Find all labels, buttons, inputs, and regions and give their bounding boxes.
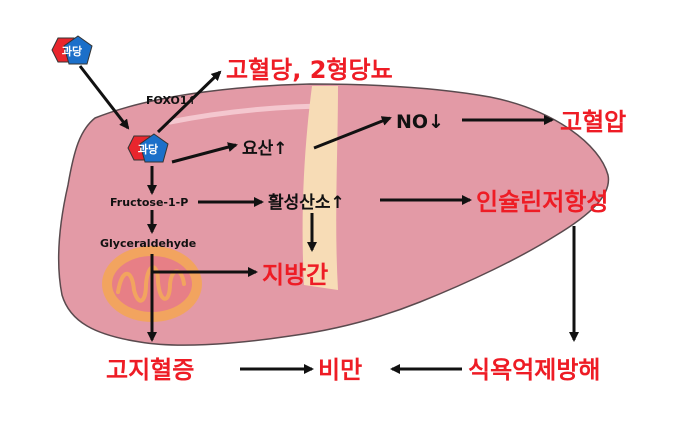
arrow-to-hyperglycemia [156,70,222,134]
ros-label: 활성산소↑ [268,192,345,213]
no-label: NO↓ [396,111,444,133]
fructose-label-top: 과당 [62,44,82,58]
hyperlipidemia-label: 고지혈증 [106,356,194,384]
fructose-label-liver: 과당 [138,142,158,156]
fatty-liver-label: 지방간 [262,261,328,289]
fructose-icon-liver: 과당 [127,133,169,163]
foxo1-label: FOXO1↑ [146,94,197,107]
arrow-uptake [78,65,130,130]
arrow-to-uric-acid [171,142,238,164]
insulin-resistance-label: 인슐린저항성 [476,188,608,216]
glyceraldehyde-label: Glyceraldehyde [100,237,196,250]
hypertension-label: 고혈압 [560,108,626,136]
uric-acid-label: 요산↑ [242,139,288,159]
arrow-to-no [313,116,392,150]
fructose-icon-top: 과당 [51,35,93,65]
obesity-label: 비만 [318,356,362,384]
hyperglycemia-t2d-label: 고혈당, 2형당뇨 [226,56,393,84]
fructose-1p-label: Fructose-1-P [110,196,188,209]
appetite-disruption-label: 식욕억제방해 [468,356,600,384]
